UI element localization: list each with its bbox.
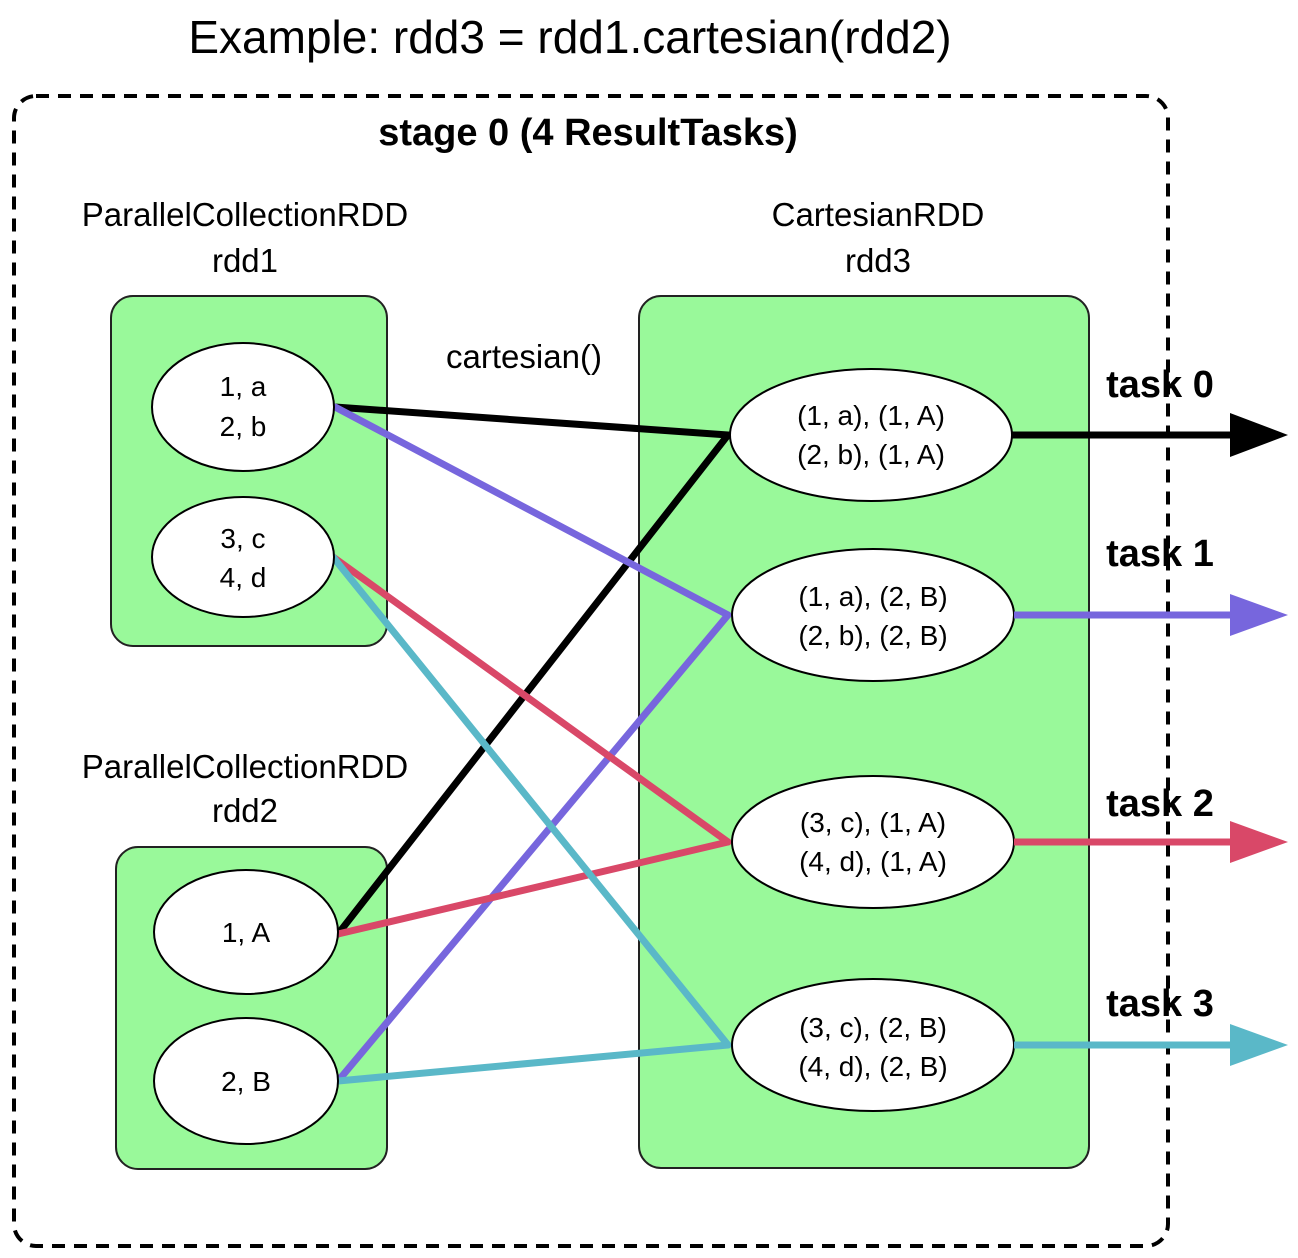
task-0-output: task 0 [1012,364,1288,457]
rdd3-box [638,295,1090,1169]
rdd1-partition-0: 1, a 2, b [151,342,335,472]
cartesian-operation-label: cartesian() [446,338,602,375]
edge-rdd2p0-to-rdd3p0 [334,431,732,938]
partition-line: 3, c [220,523,265,554]
partition-line: (1, a), (2, B) [798,581,947,612]
task-1-output: task 1 [1014,533,1288,636]
edge-rdd2p1-to-rdd3p3 [334,1041,732,1085]
rdd2-partition-0: 1, A [153,869,339,995]
partition-line: (4, d), (2, B) [798,1051,947,1082]
task-2-label: task 2 [1106,783,1214,825]
task-3-output: task 3 [1014,983,1288,1066]
partition-line: 4, d [220,562,267,593]
edge-rdd1p1-to-rdd3p3 [329,553,732,1049]
rdd2-name-label: rdd2 [212,792,278,829]
edge-rdd1p1-to-rdd3p2 [329,553,732,846]
rdd3-partition-2: (3, c), (1, A) (4, d), (1, A) [731,775,1015,909]
partition-line: (3, c), (2, B) [799,1012,947,1043]
stage-boundary [12,94,1170,1248]
arrowhead-icon [1230,413,1288,457]
partition-line: (3, c), (1, A) [800,807,946,838]
task-1-label: task 1 [1106,533,1214,575]
arrowhead-icon [1230,594,1288,636]
rdd2-type-label: ParallelCollectionRDD [82,748,408,785]
partition-line: (4, d), (1, A) [799,846,947,877]
edge-rdd1p0-to-rdd3p0 [331,403,732,439]
partition-line: 2, b [220,411,267,442]
stage-label: stage 0 (4 ResultTasks) [378,112,798,154]
edge-rdd2p1-to-rdd3p1 [334,611,732,1085]
dependency-edges [329,403,732,1085]
edge-rdd2p0-to-rdd3p2 [334,838,732,938]
rdd3-partition-0: (1, a), (1, A) (2, b), (1, A) [729,368,1013,502]
partition-line: (1, a), (1, A) [797,400,945,431]
rdd3-type-label: CartesianRDD [772,196,985,233]
rdd1-name-label: rdd1 [212,242,278,279]
task-0-label: task 0 [1106,364,1214,406]
rdd3-name-label: rdd3 [845,242,911,279]
partition-line: (2, b), (1, A) [797,439,945,470]
rdd2-partition-1: 2, B [153,1017,339,1145]
arrowhead-icon [1230,821,1288,863]
rdd3-partition-1: (1, a), (2, B) (2, b), (2, B) [731,548,1015,682]
partition-line: 1, A [222,917,271,948]
rdd1-type-label: ParallelCollectionRDD [82,196,408,233]
task-2-output: task 2 [1014,783,1288,863]
partition-line: 1, a [220,371,267,402]
rdd3-partition-3: (3, c), (2, B) (4, d), (2, B) [731,978,1015,1112]
edge-rdd1p0-to-rdd3p1 [331,403,732,619]
task-3-label: task 3 [1106,983,1214,1025]
rdd1-partition-1: 3, c 4, d [151,496,335,618]
diagram-title: Example: rdd3 = rdd1.cartesian(rdd2) [188,11,951,63]
arrowhead-icon [1230,1024,1288,1066]
partition-line: (2, b), (2, B) [798,620,947,651]
partition-line: 2, B [221,1066,271,1097]
